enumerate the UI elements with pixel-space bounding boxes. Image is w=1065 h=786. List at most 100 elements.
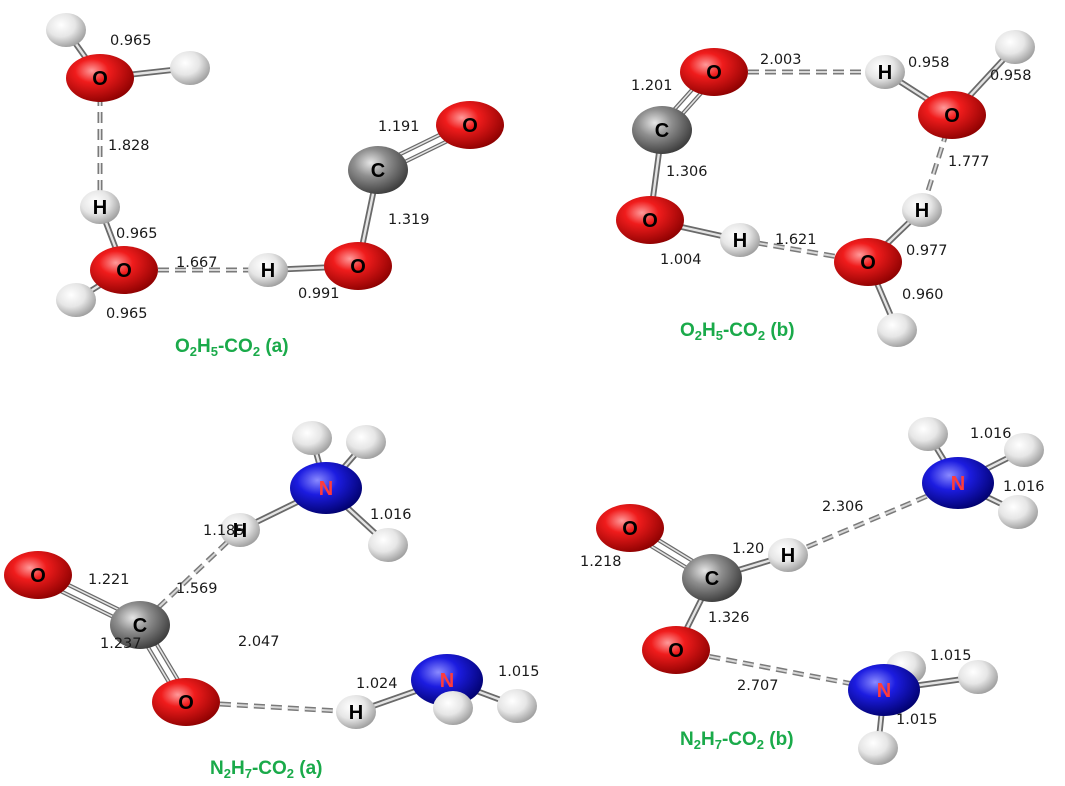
bond-distance-label: 1.015 [498,664,540,680]
oxygen-atom: O [642,626,710,674]
hydrogen-atom: H [248,253,288,287]
atom-label: O [350,256,366,278]
structure-caption: O2H5-CO2 (b) [680,320,795,343]
oxygen-atom: O [616,196,684,244]
atom-label: N [877,680,891,702]
hydrogen-atom [998,495,1038,529]
bond-distance-label: 1.015 [896,712,938,728]
hydrogen-atom [170,51,210,85]
bond-distance-label: 0.965 [110,33,152,49]
hydrogen-atom [497,689,537,723]
hydrogen-atom: H [902,193,942,227]
bond-distance-label: 2.047 [238,634,280,650]
bonds-layer [34,27,1027,751]
oxygen-atom: O [596,504,664,552]
bond-distance-label: 1.185 [203,523,245,539]
hydrogen-atom [433,691,473,725]
structure-caption: O2H5-CO2 (a) [175,336,289,359]
atom-label: C [655,120,669,142]
atom-label: H [261,260,275,282]
bond-distance-label: 1.569 [176,581,218,597]
hydrogen-atom: H [80,190,120,224]
bond-distance-label: 1.621 [775,232,817,248]
bond-distance-label: 2.003 [760,52,802,68]
hydrogen-atom: H [336,695,376,729]
bond-distance-label: 0.965 [106,306,148,322]
atom-label: O [706,62,722,84]
atom-label: O [116,260,132,282]
nitrogen-atom: N [922,457,994,509]
bond-distance-label: 1.306 [666,164,708,180]
atom-label: C [371,160,385,182]
atom-label: H [878,62,892,84]
oxygen-atom: O [834,238,902,286]
hydrogen-atom [858,731,898,765]
carbon-atom: C [682,554,742,602]
atom-label: O [668,640,684,662]
bond-distance-label: 1.221 [88,572,130,588]
atom-label: N [319,478,333,500]
atom-label: O [860,252,876,274]
bond-distance-label: 0.965 [116,226,158,242]
atom-label: N [440,670,454,692]
hydrogen-atom [346,425,386,459]
oxygen-atom: O [66,54,134,102]
structure-caption: N2H7-CO2 (a) [210,758,323,781]
nitrogen-atom: N [290,462,362,514]
bond-distance-label: 0.960 [902,287,944,303]
carbon-atom: C [348,146,408,194]
bond-distance-label: 0.958 [990,68,1032,84]
nitrogen-atom: N [848,664,920,716]
hydrogen-atom [995,30,1035,64]
bond-distance-label: 1.201 [631,78,673,94]
atom-label: H [233,520,247,542]
hydrogen-atom [46,13,86,47]
bond-distance-label: 1.191 [378,119,420,135]
bond-distance-label: 1.319 [388,212,430,228]
oxygen-atom: O [680,48,748,96]
bond-distance-label: 1.20 [732,541,764,557]
structure-caption: N2H7-CO2 (b) [680,729,794,752]
atom-label: O [178,692,194,714]
hydrogen-atom [56,283,96,317]
atom-label: O [622,518,638,540]
atom-label: C [705,568,719,590]
hydrogen-bond [787,480,959,558]
bond-distance-label: 1.016 [970,426,1012,442]
bond-distance-label: 1.016 [1003,479,1045,495]
bond-distance-label: 1.015 [930,648,972,664]
atom-label: H [93,197,107,219]
hydrogen-atom [958,660,998,694]
oxygen-atom: O [4,551,72,599]
captions-layer: O2H5-CO2 (a) O2H5-CO2 (b) N2H7-CO2 (a) N2H7… [175,320,795,781]
hydrogen-atom [877,313,917,347]
bond-distance-label: 2.306 [822,499,864,515]
bond-distance-label: 1.326 [708,610,750,626]
hydrogen-atom [908,417,948,451]
atom-label: N [951,473,965,495]
hydrogen-atom: H [720,223,760,257]
hydrogen-atom [292,421,332,455]
hydrogen-bond [185,699,357,715]
oxygen-atom: O [918,91,986,139]
bond-distance-label: 1.667 [176,255,218,271]
bond-distance-label: 1.016 [370,507,412,523]
bond-distance-label: 0.958 [908,55,950,71]
bond-distance-label: 0.991 [298,286,340,302]
bond-distance-label: 2.707 [737,678,779,694]
atom-label: O [30,565,46,587]
oxygen-atom: O [90,246,158,294]
hydrogen-atom [1004,433,1044,467]
atom-label: H [915,200,929,222]
nitrogen-atom: N [411,654,483,706]
hydrogen-atom: H [865,55,905,89]
hydrogen-atom: H [768,538,808,572]
hydrogen-atom: H [220,513,260,547]
hydrogen-bond [138,528,242,627]
atom-label: O [944,105,960,127]
bond-distance-label: 1.004 [660,252,702,268]
bond-distance-label: 1.218 [580,554,622,570]
bond-distance-label: 0.977 [906,243,948,259]
atom-label: O [462,115,478,137]
